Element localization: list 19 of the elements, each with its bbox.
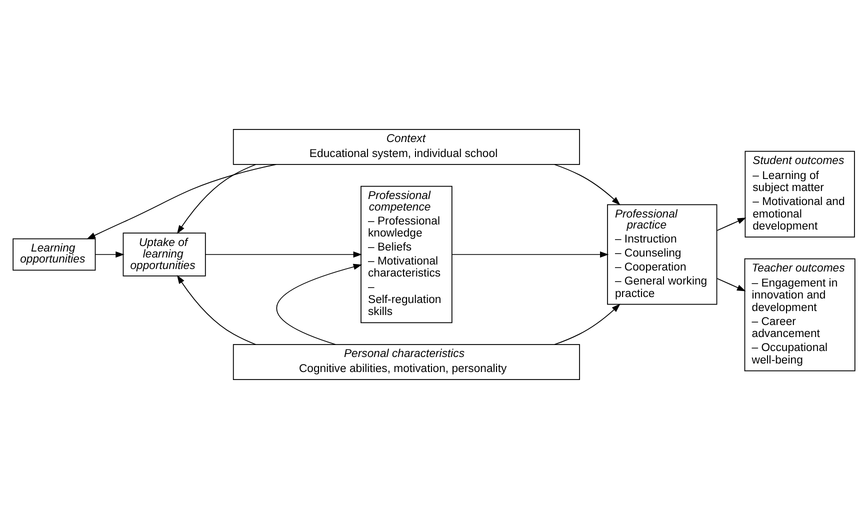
node-box: Teacher outcomes – Engagement in innovation and development – Career advancement – Occupational well-being (744, 258, 856, 371)
arrow (716, 217, 746, 230)
arrow (205, 250, 362, 258)
arrow (276, 263, 362, 344)
node-box: Professional competence – Professional knowledge – Beliefs – Motivational characteristics – Self-regulation skills (360, 185, 452, 323)
arrow (554, 303, 620, 344)
arrow (86, 164, 277, 239)
node-box: Professional practice – Instruction – Counseling – Cooperation – General working practice (607, 204, 718, 304)
arrow (452, 250, 609, 258)
arrow (94, 250, 124, 258)
node-box: Uptake of learning opportunities (122, 232, 206, 276)
node-box: Student outcomes – Learning of subject matter – Motivational and emotional development (744, 150, 855, 237)
arrow (176, 274, 256, 344)
node-box: Learning opportunities (12, 238, 96, 270)
node-box: Personal characteristics Cognitive abilities, motivation, personality (232, 344, 580, 380)
arrow (554, 164, 620, 205)
node-box: Context Educational system, individual school (232, 128, 580, 164)
arrow (176, 164, 256, 234)
arrow (716, 278, 746, 291)
